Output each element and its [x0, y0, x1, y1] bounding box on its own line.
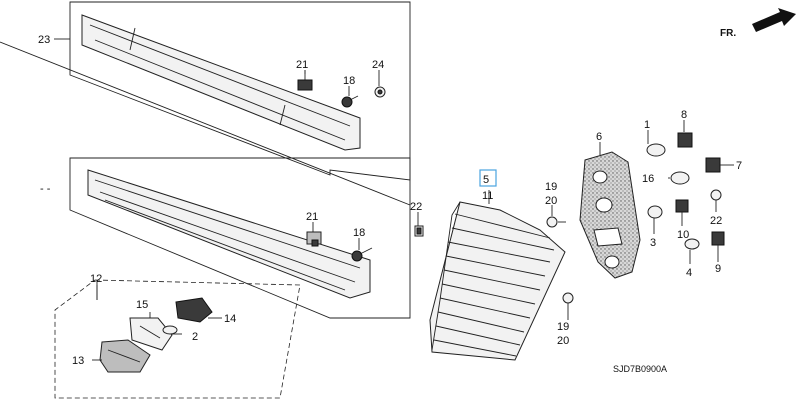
bolt-19-lower	[562, 292, 574, 312]
bulb-3	[647, 205, 663, 219]
socket-9	[711, 231, 725, 246]
bulb-1	[646, 143, 666, 157]
label-part-19-lower: 19	[557, 321, 569, 333]
upper-garnish	[81, 14, 361, 151]
license-light-gasket	[129, 317, 173, 351]
group-box-license-light	[54, 279, 301, 399]
clip-22-left	[414, 225, 424, 237]
lower-garnish	[87, 169, 371, 299]
label-part-21-lower: 21	[306, 211, 318, 223]
label-part-7: 7	[736, 160, 742, 172]
front-direction-label: FR.	[720, 28, 736, 39]
front-direction-arrow: FR.	[720, 8, 796, 39]
tail-light-assembly	[429, 201, 566, 361]
label-part-15: 15	[136, 299, 148, 311]
label-part-19-upper: 19	[545, 181, 557, 193]
label-part-8: 8	[681, 109, 687, 121]
screw-18-upper	[341, 95, 359, 108]
label-part-12: 12	[90, 273, 102, 285]
label-part-5: 5	[483, 174, 489, 186]
group-box-middle	[69, 157, 411, 319]
bulb-16	[670, 171, 690, 185]
label-part-11: 11	[482, 190, 493, 202]
clip-22-right	[710, 189, 722, 201]
label-part-23: 23	[38, 34, 50, 46]
label-part-10: 10	[677, 229, 689, 241]
tail-light-gasket	[579, 151, 641, 279]
label-part-unknown: - -	[40, 183, 51, 195]
label-part-24: 24	[372, 59, 384, 71]
license-bulb	[162, 325, 178, 335]
socket-10	[675, 199, 689, 213]
license-light-socket	[175, 297, 213, 323]
license-light-lens	[99, 339, 151, 373]
label-part-18-upper: 18	[343, 75, 355, 87]
label-part-3: 3	[650, 237, 656, 249]
label-part-13: 13	[72, 355, 84, 367]
clip-21-lower	[306, 231, 322, 247]
label-part-9: 9	[715, 263, 721, 275]
socket-8	[677, 132, 693, 148]
label-part-6: 6	[596, 131, 602, 143]
label-part-22-left: 22	[410, 201, 422, 213]
nut-24	[374, 86, 386, 98]
label-part-20-lower: 20	[557, 335, 569, 347]
label-part-22-right: 22	[710, 215, 722, 227]
highlight-box-part-5	[479, 169, 497, 187]
leader-line-diagonal	[0, 41, 411, 206]
bulb-4	[684, 238, 700, 250]
group-box-upper	[69, 1, 411, 181]
label-part-20-upper: 20	[545, 195, 557, 207]
socket-7	[705, 157, 721, 173]
label-part-1: 1	[644, 119, 650, 131]
leader-lines	[54, 38, 734, 361]
label-part-21-upper: 21	[296, 59, 308, 71]
screw-18-lower	[351, 247, 373, 262]
label-part-14: 14	[224, 313, 236, 325]
bolt-19-upper	[546, 216, 566, 228]
diagram-code: SJD7B0900A	[613, 364, 667, 374]
label-part-2: 2	[192, 331, 198, 343]
label-part-18-lower: 18	[353, 227, 365, 239]
label-part-16: 16	[642, 173, 654, 185]
label-part-4: 4	[686, 267, 692, 279]
